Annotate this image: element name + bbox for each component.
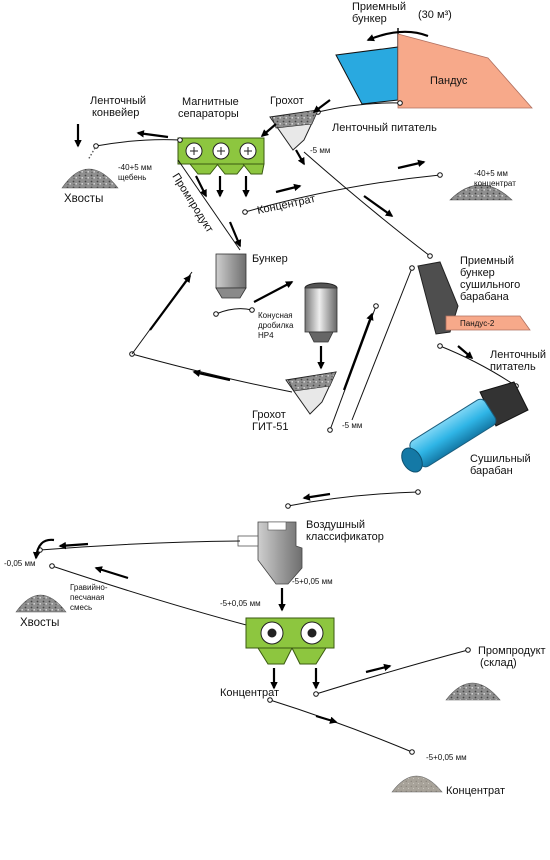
sep-out-arrow-1 — [195, 175, 207, 198]
label-minus5-top: -5 мм — [310, 146, 330, 155]
label-size-5-005-a: -5+0,05 мм — [292, 577, 333, 586]
label-minus005: -0,05 мм — [4, 559, 35, 568]
label-dryer-drum: Сушильный барабан — [470, 453, 534, 477]
label-tailings-top: Хвосты — [64, 193, 103, 205]
bunker-mid — [215, 253, 247, 299]
label-gravel-sand-mix: Гравийно- песчаная смесь — [70, 583, 110, 612]
concentrate-belt-top-arrow-1 — [275, 183, 302, 194]
concentrate-belt-top-arrow-2 — [397, 159, 426, 170]
magnetic-separators-top — [177, 137, 265, 175]
label-bunker-mid: Бункер — [252, 253, 288, 265]
concentrate-belt-top — [242, 172, 443, 215]
return-riser-arrow — [149, 274, 191, 331]
belt-conveyor-tailings-top — [93, 137, 183, 149]
top-belt-feeder — [315, 100, 403, 115]
fines-belt-to-dryer — [303, 151, 433, 259]
label-screen-git: Грохот ГИТ-51 — [252, 409, 289, 433]
tailings-pile-top — [61, 168, 119, 189]
fines-curve-arrow — [32, 538, 55, 560]
label-ramp: Пандус — [430, 75, 468, 87]
middlings-down-arrow — [228, 221, 242, 248]
label-air-classifier: Воздушный классификатор — [306, 519, 384, 543]
label-dryer-bunker: Приемный бункер сушильного барабана — [460, 255, 523, 303]
magnetic-separators-bottom — [245, 617, 335, 665]
return-belt-arrow — [192, 369, 231, 382]
label-belt-conveyor: Ленточный конвейер — [90, 95, 149, 119]
receiving-bunker — [335, 28, 399, 105]
middlings-warehouse-pile — [445, 682, 501, 701]
fines-belt-left — [37, 540, 241, 553]
git-fines-arrow — [342, 312, 374, 391]
sep-return-belt — [49, 563, 251, 627]
screen-top — [269, 109, 319, 151]
return-belt — [129, 351, 293, 393]
cone-crusher — [304, 282, 338, 343]
middlings-belt — [177, 159, 241, 251]
label-minus5-mid: -5 мм — [342, 421, 362, 430]
ramp-2 — [445, 315, 531, 331]
middlings-warehouse-belt — [313, 647, 471, 697]
bunker-rotation-arrow — [366, 30, 429, 42]
concentrate-pile-bottom — [391, 775, 443, 793]
screen-to-separators-arrow — [260, 123, 277, 137]
dryer-drum — [401, 381, 529, 473]
screen-feed-arrow — [312, 99, 331, 113]
belt-dryer-arrow — [302, 492, 331, 501]
git-fines-belt-2 — [351, 267, 413, 421]
concentrate-pile-top — [449, 184, 513, 201]
concentrate-belt-bottom — [267, 697, 415, 755]
sep-return-arrow — [94, 566, 129, 580]
ramp — [397, 33, 533, 109]
screen-fines-arrow — [295, 149, 305, 166]
drop-dots — [87, 147, 96, 161]
label-receiving-bunker: Приемный бункер — [352, 1, 409, 25]
label-concentrate-bottom-pile: Концентрат — [446, 785, 505, 797]
belt-feeder-right-arrow — [457, 345, 474, 359]
air-classifier — [237, 521, 303, 585]
screen-git — [285, 371, 337, 415]
bunker-to-crusher-arrow — [253, 281, 294, 303]
label-concentrate-top-belt: Концентрат — [256, 193, 316, 217]
bunker-mid-feeder — [213, 307, 255, 317]
label-middlings-warehouse: Промпродукт (склад) — [478, 645, 549, 669]
label-belt-feeder-top: Ленточный питатель — [332, 122, 437, 134]
label-cone-crusher: Конусная дробилка HP4 — [258, 311, 296, 340]
belt-dryer-to-classifier — [285, 489, 421, 509]
concentrate-belt-bottom-arrow — [315, 714, 338, 724]
to-tailings-top-arrow — [136, 130, 169, 139]
label-belt-feeder-right: Ленточный питатель — [490, 349, 549, 373]
label-screen-top: Грохот — [270, 95, 304, 107]
label-concentrate-top-pile: -40+5 мм концентрат — [474, 169, 516, 188]
label-tailings-bottom: Хвосты — [20, 617, 59, 629]
fines-belt-arrow — [363, 195, 394, 217]
tailings-pile-bottom — [15, 594, 67, 613]
label-size-5-005-b: -5+0,05 мм — [220, 599, 261, 608]
label-bunker-volume: (30 м³) — [418, 9, 452, 21]
git-fines-roller — [409, 265, 415, 271]
label-ramp2: Пандус-2 — [460, 319, 495, 328]
fines-belt-left-arrow — [58, 541, 89, 550]
label-magnetic-separators: Магнитные сепараторы — [178, 96, 242, 120]
label-tailings-top-size: -40+5 мм щебень — [118, 163, 154, 182]
label-concentrate-bottom: Концентрат — [220, 687, 279, 699]
middlings-warehouse-arrow — [365, 663, 392, 674]
label-size-5-005-c: -5+0,05 мм — [426, 753, 467, 762]
